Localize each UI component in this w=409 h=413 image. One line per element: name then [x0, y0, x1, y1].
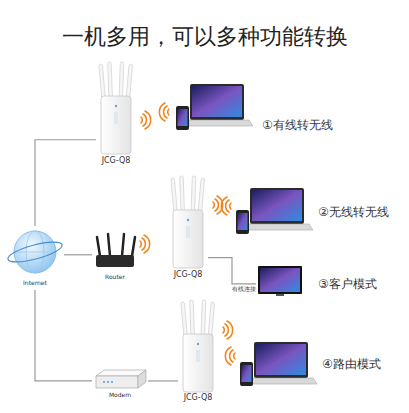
phone-icon — [236, 210, 249, 234]
laptop-icon — [181, 84, 253, 126]
diagram-title: 一机多用，可以多种功能转换 — [0, 24, 409, 50]
node-label: Internet — [6, 280, 64, 287]
node-label: JCG-Q8 — [173, 393, 223, 402]
laptop-icon — [241, 188, 313, 230]
wifi-signal — [159, 103, 169, 121]
phone-icon — [240, 362, 253, 386]
network-cable — [208, 258, 256, 284]
phone-icon — [176, 106, 189, 130]
tv-icon — [258, 266, 302, 296]
network-cable — [64, 254, 92, 255]
node-label: ③客户模式 — [318, 278, 396, 292]
router-icon — [96, 234, 135, 267]
globe-icon — [6, 231, 64, 273]
ap-device — [171, 176, 205, 268]
network-cable — [35, 290, 92, 381]
client-mode: ①有线转无线 — [172, 82, 352, 138]
internet-globe: Internet — [6, 226, 64, 290]
wifi-signal — [140, 235, 150, 253]
node-label: JCG-Q8 — [163, 270, 213, 279]
node-label: ①有线转无线 — [262, 119, 352, 133]
modem-icon — [96, 370, 146, 388]
network-cable — [35, 140, 96, 226]
network-cable — [148, 380, 178, 381]
node-label: ②无线转无线 — [318, 206, 406, 220]
ap-device — [99, 62, 133, 154]
client-mode: ④路由模式 — [240, 340, 400, 390]
edge-label: 有线连接 — [232, 286, 256, 293]
access-point: JCG-Q8 — [168, 176, 208, 282]
node-label: Router — [92, 274, 138, 281]
router: Router — [92, 232, 138, 284]
access-point: JCG-Q8 — [96, 62, 136, 170]
wifi-signal — [225, 347, 235, 365]
laptop-icon — [245, 342, 317, 384]
node-label: ④路由模式 — [322, 358, 400, 372]
node-label: Modem — [92, 392, 148, 399]
wifi-signal — [141, 111, 151, 129]
wifi-signal — [223, 321, 233, 339]
node-label: JCG-Q8 — [91, 156, 141, 165]
modem: Modem — [92, 366, 148, 400]
wifi-signal — [221, 197, 231, 215]
access-point: JCG-Q8 — [178, 300, 218, 404]
ap-device — [181, 300, 215, 392]
client-mode: ②无线转无线 — [236, 186, 406, 238]
client-mode: ③客户模式 — [256, 262, 396, 298]
